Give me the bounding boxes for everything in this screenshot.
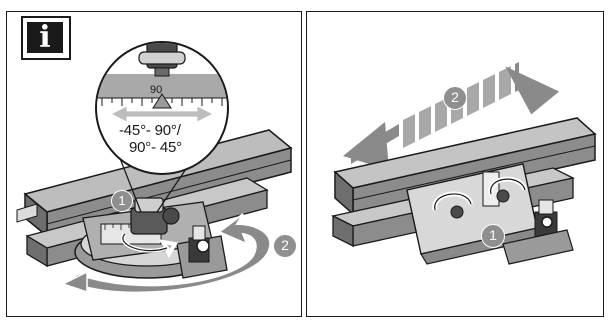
step-marker-1: 1 — [111, 190, 133, 212]
right-illustration — [307, 12, 604, 317]
step-marker-1-label: 1 — [112, 191, 132, 210]
angle-range-line2: 90°- 45° — [129, 139, 182, 156]
scale-value-label: 90 — [150, 84, 162, 96]
angle-range-line1: -45°- 90°/ — [119, 122, 181, 139]
step-marker-2: 2 — [443, 86, 467, 110]
step-marker-1: 1 — [481, 224, 505, 248]
info-icon: i — [27, 22, 63, 53]
step-marker-2: 2 — [273, 234, 297, 258]
step-marker-2-label: 2 — [444, 87, 466, 108]
info-badge: i — [21, 16, 71, 60]
right-panel: 2 1 — [306, 11, 604, 317]
left-panel: i 90 -45°- 90°/ 90°- 45° 1 2 — [6, 11, 302, 317]
step-marker-1-label: 1 — [482, 225, 504, 246]
step-marker-2-label: 2 — [274, 235, 296, 256]
